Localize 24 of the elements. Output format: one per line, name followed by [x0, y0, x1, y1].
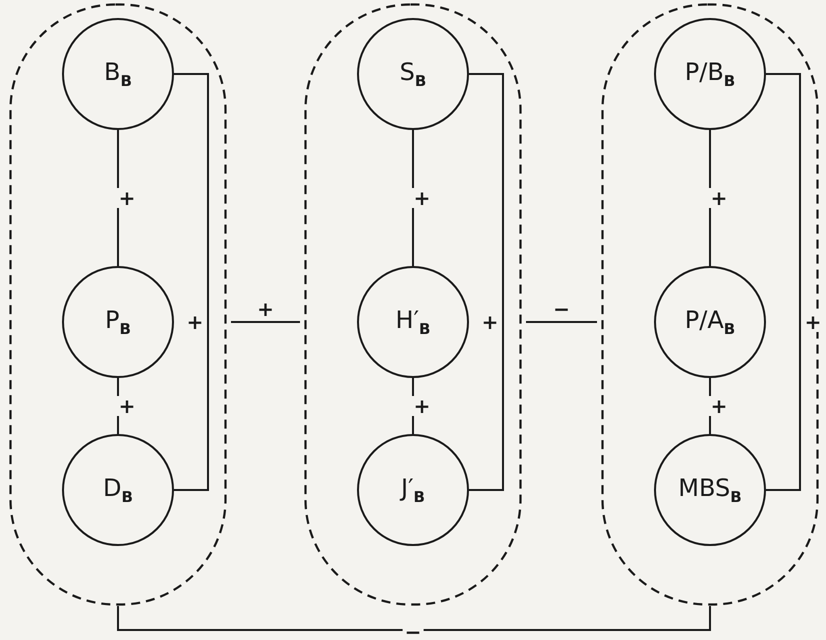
connector-line — [709, 130, 711, 266]
variable-label: J′$_{B}$ — [401, 474, 425, 506]
connector-line — [117, 378, 119, 434]
connector-line — [412, 130, 414, 266]
connector-line — [174, 73, 209, 491]
variable-label: P/A$_{B}$ — [684, 306, 736, 338]
variable-label: D$_{B}$ — [103, 474, 133, 506]
connector-line — [526, 321, 597, 323]
dashed-group-outline — [9, 3, 227, 606]
connector-line — [412, 378, 414, 434]
connector-line — [469, 73, 504, 491]
connector-line — [117, 606, 711, 631]
dashed-group-outline — [601, 3, 819, 606]
connector-line — [117, 130, 119, 266]
variable-label: H′$_{B}$ — [396, 306, 430, 338]
connector-line — [766, 73, 801, 491]
variable-label: B$_{B}$ — [104, 58, 132, 90]
variable-label: S$_{B}$ — [400, 58, 426, 90]
variable-label: P$_{B}$ — [105, 306, 131, 338]
connector-line — [709, 378, 711, 434]
connector-line — [231, 321, 300, 323]
dashed-group-outline — [304, 3, 522, 606]
variable-label: MBS$_{B}$ — [678, 474, 742, 506]
variable-label: P/B$_{B}$ — [684, 58, 736, 90]
